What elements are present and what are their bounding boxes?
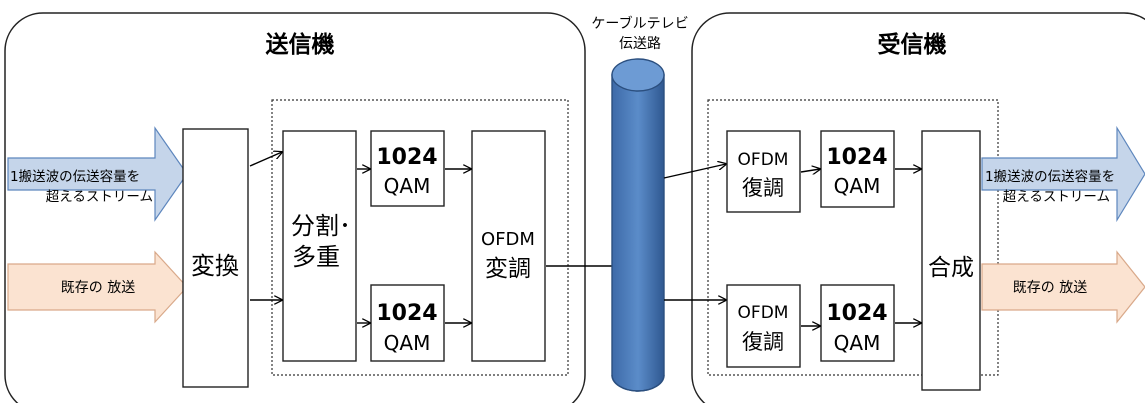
receiver-title: 受信機 — [878, 31, 947, 58]
input-stream-arrow — [7, 126, 188, 222]
arrow-cable-to-demod-top — [663, 164, 726, 179]
arrow-convert-to-split-top — [249, 152, 282, 167]
ofdm-demod-top-line1: OFDM — [738, 150, 789, 170]
ofdm-demod-bottom-line1: OFDM — [738, 303, 789, 323]
tx-qam-block-top — [370, 130, 445, 207]
input-stream-line1: 1搬送波の伝送容量を — [10, 168, 140, 185]
output-stream-arrow — [981, 125, 1145, 223]
ofdm-demod-block-top — [726, 130, 801, 213]
cable-channel-cylinder — [611, 58, 665, 392]
output-existing-label: 既存の 放送 — [1013, 280, 1087, 296]
split-multiplex-block — [282, 130, 357, 362]
ofdm-modulation-block — [471, 130, 546, 362]
tx-qam-top-label: QAM — [384, 174, 431, 198]
channel-label-line2: 伝送路 — [619, 36, 661, 52]
ofdm-demod-block-bottom — [726, 284, 801, 368]
input-stream-line2: 超えるストリーム — [46, 189, 153, 205]
output-stream-line1: 1搬送波の伝送容量を — [985, 168, 1115, 185]
rx-qam-bottom-number: 1024 — [826, 301, 887, 326]
split-multiplex-line1: 分割･ — [291, 212, 351, 240]
tx-qam-bottom-number: 1024 — [376, 301, 437, 326]
rx-qam-block-top — [820, 130, 895, 208]
convert-label: 変換 — [191, 252, 239, 280]
transmitter-title: 送信機 — [266, 31, 335, 58]
channel-label-line1: ケーブルテレビ — [591, 15, 688, 32]
combine-label: 合成 — [928, 255, 974, 281]
tx-qam-block-bottom — [370, 284, 445, 362]
ofdm-demod-top-line2: 復調 — [742, 176, 784, 200]
split-multiplex-line2: 多重 — [292, 243, 340, 271]
rx-qam-top-number: 1024 — [826, 145, 887, 170]
ofdm-modulation-line1: OFDM — [481, 229, 535, 250]
combine-block — [921, 130, 981, 391]
input-existing-label: 既存の 放送 — [61, 280, 135, 296]
convert-block — [182, 128, 249, 388]
tx-qam-top-number: 1024 — [376, 145, 437, 170]
output-existing-arrow — [981, 250, 1145, 324]
rx-qam-bottom-label: QAM — [834, 331, 881, 355]
tx-qam-bottom-label: QAM — [384, 331, 431, 355]
rx-qam-block-bottom — [820, 284, 895, 362]
arrow-demod-top-to-qam — [800, 169, 820, 172]
tx-processing-region — [271, 99, 569, 376]
ofdm-demod-bottom-line2: 復調 — [742, 330, 784, 354]
input-existing-arrow — [7, 250, 188, 324]
rx-qam-top-label: QAM — [834, 174, 881, 198]
ofdm-modulation-line2: 変調 — [485, 256, 531, 282]
rx-processing-region — [707, 99, 999, 376]
output-stream-line2: 超えるストリーム — [1003, 189, 1110, 205]
